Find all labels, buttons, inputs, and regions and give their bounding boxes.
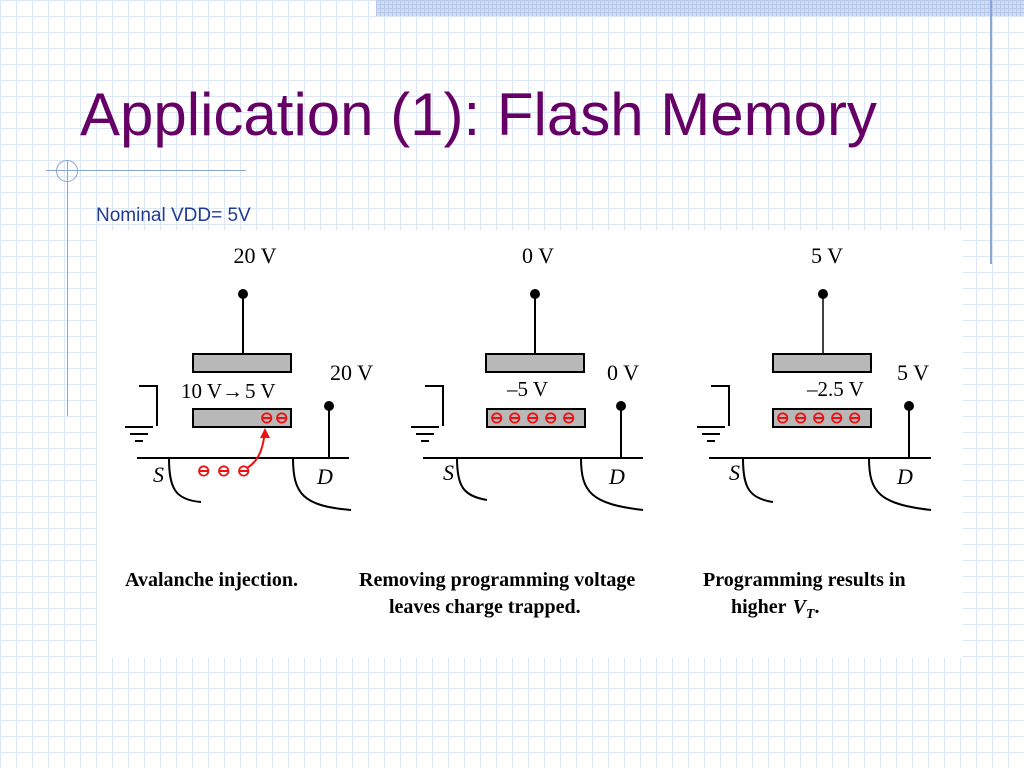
source-label: S <box>153 462 164 487</box>
caption-line: leaves charge trapped. <box>389 596 581 618</box>
source-junction <box>456 457 488 501</box>
injection-arrow-head <box>260 428 270 438</box>
ground-icon <box>410 426 440 442</box>
electron-icon: ⊖ <box>237 463 250 480</box>
gate-voltage-label: 0 V <box>522 243 554 268</box>
panel-charge-trapped: 0 V –5 V ⊖ ⊖ ⊖ ⊖ ⊖ 0 V S D Removing prog… <box>359 243 644 618</box>
control-gate <box>192 353 292 373</box>
drain-junction <box>580 457 644 511</box>
floating-gate-voltage-label: –2.5 V <box>806 377 864 401</box>
nominal-vdd-note: Nominal VDD= 5V <box>96 205 251 226</box>
caption-vt: V <box>793 596 808 618</box>
drain-label: D <box>316 464 333 489</box>
electron-icon: ⊖ <box>794 410 807 427</box>
floating-gate <box>486 408 586 428</box>
svg-text:10 V→5 V: 10 V→5 V <box>181 379 276 403</box>
ground-icon <box>124 426 154 442</box>
electron-icon: ⊖ <box>508 410 521 427</box>
floating-gate <box>772 408 872 428</box>
control-gate <box>485 353 585 373</box>
drain-junction <box>292 457 352 511</box>
decorative-left-line <box>67 160 68 416</box>
floating-gate-voltage-label: 10 V <box>181 379 222 403</box>
source-lead <box>425 385 444 426</box>
caption-line: Avalanche injection. <box>125 569 298 591</box>
flash-memory-figure: 20 V 10 V→5 V ⊖ ⊖ 20 V S D ⊖ ⊖ ⊖ Avalanc… <box>97 230 963 658</box>
caption-vt-subscript: T <box>806 607 816 622</box>
caption-line: Removing programming voltage <box>359 569 635 591</box>
drain-voltage-label: 0 V <box>607 360 639 385</box>
control-gate <box>772 353 872 373</box>
drain-label: D <box>608 464 625 489</box>
caption-line: Programming results in <box>703 569 906 591</box>
gate-voltage-label: 5 V <box>811 243 843 268</box>
decorative-circle <box>56 160 78 182</box>
gate-voltage-label: 20 V <box>234 243 277 268</box>
electron-icon: ⊖ <box>526 410 539 427</box>
electron-icon: ⊖ <box>830 410 843 427</box>
floating-gate-voltage-after-label: 5 V <box>245 379 276 403</box>
electron-icon: ⊖ <box>812 410 825 427</box>
electron-icon: ⊖ <box>197 463 210 480</box>
arrow-glyph: → <box>222 379 243 403</box>
source-label: S <box>729 460 740 485</box>
floating-gate-voltage-label: –5 V <box>506 377 548 401</box>
source-lead <box>711 385 730 426</box>
electron-icon: ⊖ <box>490 410 503 427</box>
electron-icon: ⊖ <box>544 410 557 427</box>
electron-icon: ⊖ <box>562 410 575 427</box>
electron-icon: ⊖ <box>848 410 861 427</box>
panel-higher-vt: 5 V –2.5 V ⊖ ⊖ ⊖ ⊖ ⊖ 5 V S D Programming… <box>696 243 932 622</box>
decorative-top-band <box>376 0 1024 16</box>
decorative-title-underline <box>46 170 246 171</box>
drain-label: D <box>896 464 913 489</box>
source-label: S <box>443 460 454 485</box>
drain-voltage-label: 20 V <box>330 360 373 385</box>
drain-junction <box>868 457 932 511</box>
source-lead <box>139 385 158 426</box>
drain-voltage-label: 5 V <box>897 360 929 385</box>
caption-line: higher <box>731 596 787 618</box>
electron-icon: ⊖ <box>776 410 789 427</box>
floating-gate <box>192 408 292 428</box>
flash-memory-diagram: 20 V 10 V→5 V ⊖ ⊖ 20 V S D ⊖ ⊖ ⊖ Avalanc… <box>124 243 932 622</box>
ground-icon <box>696 426 726 442</box>
electron-icon: ⊖ <box>275 410 288 427</box>
decorative-right-line <box>990 0 992 264</box>
electron-icon: ⊖ <box>217 463 230 480</box>
electron-icon: ⊖ <box>260 410 273 427</box>
source-junction <box>742 457 774 503</box>
slide-title: Application (1): Flash Memory <box>80 81 877 148</box>
panel-avalanche-injection: 20 V 10 V→5 V ⊖ ⊖ 20 V S D ⊖ ⊖ ⊖ Avalanc… <box>124 243 373 591</box>
source-junction <box>168 457 202 503</box>
